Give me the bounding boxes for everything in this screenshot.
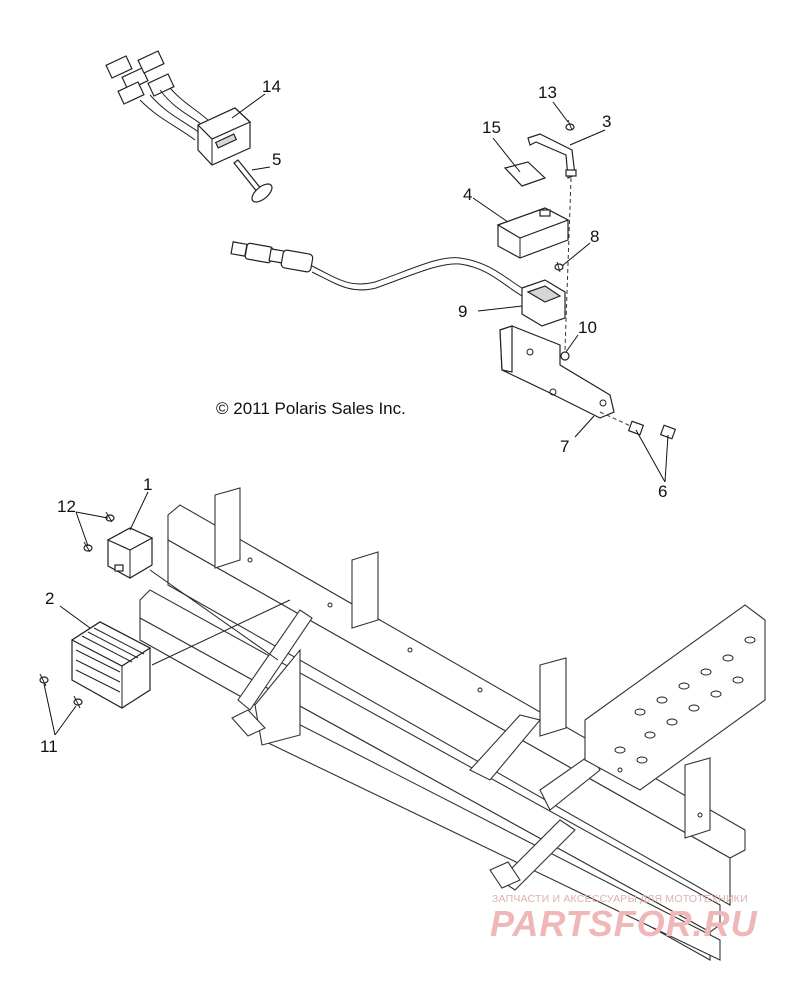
callout-13: 13 xyxy=(538,83,557,102)
callout-3: 3 xyxy=(602,112,611,131)
callout-11: 11 xyxy=(40,737,58,756)
frame-holes xyxy=(614,636,756,764)
chassis-frame xyxy=(139,487,766,961)
copyright-text: © 2011 Polaris Sales Inc. xyxy=(216,399,406,418)
callout-7: 7 xyxy=(560,437,569,456)
bracket-3-part xyxy=(527,133,577,179)
callout-14: 14 xyxy=(262,77,281,96)
sensor-cable-9-part xyxy=(230,241,566,327)
module-4-part xyxy=(496,207,570,259)
guide-line-3-10 xyxy=(564,177,572,351)
fasteners-6-part xyxy=(599,411,677,440)
harness-connector-part xyxy=(105,50,252,166)
mount-line-1 xyxy=(149,569,279,661)
callout-12: 12 xyxy=(57,497,76,516)
screws-11-part xyxy=(39,673,83,709)
screw-13-part xyxy=(565,119,575,131)
push-pin-part xyxy=(233,159,273,203)
callout-5: 5 xyxy=(272,150,281,169)
pad-15-part xyxy=(503,161,547,187)
watermark-tagline: ЗАПЧАСТИ И АКСЕССУАРЫ ДЛЯ МОТОТЕХНИКИ xyxy=(492,893,748,905)
callout-4: 4 xyxy=(463,185,472,204)
callout-10: 10 xyxy=(578,318,597,337)
regulator-2-part xyxy=(70,621,152,709)
callout-2: 2 xyxy=(45,589,54,608)
watermark-logo: PARTSFOR.RU xyxy=(490,903,758,944)
callout-9: 9 xyxy=(458,302,467,321)
leader-lines xyxy=(43,93,669,736)
screw-8-part xyxy=(554,261,564,273)
callout-6: 6 xyxy=(658,482,667,501)
mount-line-2 xyxy=(151,599,291,666)
callout-15: 15 xyxy=(482,118,501,137)
module-1-part xyxy=(106,527,154,579)
callout-numbers: 14 5 13 3 15 4 8 9 10 7 6 1 12 2 11 xyxy=(40,77,667,756)
callout-8: 8 xyxy=(590,227,599,246)
callout-1: 1 xyxy=(143,475,152,494)
nut-10-part xyxy=(560,351,570,361)
mounting-bracket-7-part xyxy=(499,325,615,419)
